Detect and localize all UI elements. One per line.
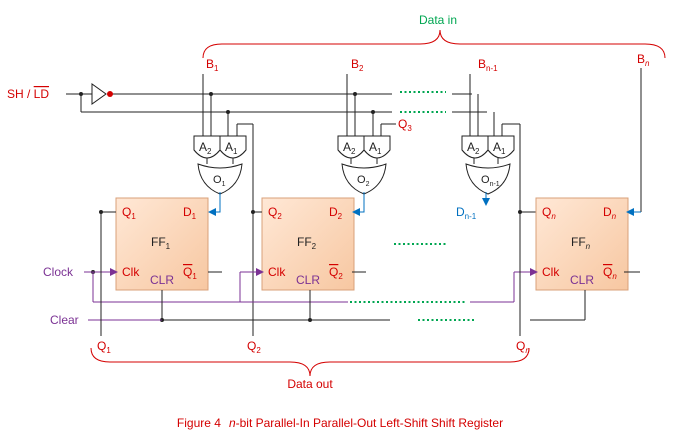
clock-wires bbox=[84, 268, 538, 321]
or-gate-label: O1 bbox=[213, 174, 226, 188]
out-qn-label: Qn bbox=[516, 339, 530, 355]
ff-qbar-pin: Qn bbox=[603, 265, 617, 281]
bn1-label: Bn-1 bbox=[478, 57, 498, 73]
data-out-brace bbox=[90, 347, 530, 377]
and-gate-label: A2 bbox=[467, 140, 480, 156]
and-gate-label: A1 bbox=[225, 140, 238, 156]
or-gate bbox=[465, 163, 511, 195]
ff-qbar-pin: Q2 bbox=[329, 265, 343, 281]
ff-q-pin: Q1 bbox=[122, 205, 136, 221]
d-input-wires bbox=[208, 192, 641, 216]
or-gate-label: On-1 bbox=[481, 174, 500, 188]
control-wires bbox=[66, 68, 642, 336]
data-in-label: Data in bbox=[419, 13, 457, 27]
flipflop-body bbox=[261, 197, 355, 291]
ff-d-pin: Dn bbox=[603, 205, 617, 221]
ff-name: FF2 bbox=[297, 235, 317, 251]
ff-clr-pin: CLR bbox=[570, 273, 594, 287]
q3-label: Q3 bbox=[398, 117, 412, 133]
clear-label: Clear bbox=[50, 313, 79, 327]
or-gate-label: O2 bbox=[357, 174, 370, 188]
ff-q-pin: Qn bbox=[542, 205, 556, 221]
continuation-dots bbox=[350, 91, 476, 321]
ff-clk-pin: Clk bbox=[542, 265, 560, 279]
and-gate-label: A1 bbox=[369, 140, 382, 156]
ff-clr-pin: CLR bbox=[296, 273, 320, 287]
out-q1-label: Q1 bbox=[97, 339, 111, 355]
dn1-label: Dn-1 bbox=[456, 205, 477, 221]
ff-d-pin: D1 bbox=[183, 205, 197, 221]
bn-label: Bn bbox=[637, 52, 650, 68]
ff-d-pin: D2 bbox=[329, 205, 343, 221]
data-in-brace bbox=[202, 29, 666, 59]
and-gate-label: A2 bbox=[199, 140, 212, 156]
inverter-buffer bbox=[91, 83, 107, 105]
sh-ld-label: SH / LD bbox=[7, 87, 49, 101]
inverter-bubble bbox=[107, 91, 113, 97]
data-out-label: Data out bbox=[287, 377, 333, 391]
ff-clk-pin: Clk bbox=[268, 265, 286, 279]
ff-name: FF1 bbox=[151, 235, 171, 251]
and-gate bbox=[363, 135, 391, 159]
and-gate bbox=[487, 135, 515, 159]
and-gate-label: A2 bbox=[343, 140, 356, 156]
clear-wires bbox=[100, 211, 640, 336]
ff-clk-pin: Clk bbox=[122, 265, 140, 279]
and-gate-label: A1 bbox=[493, 140, 506, 156]
flipflop-body bbox=[535, 197, 629, 291]
clock-label: Clock bbox=[43, 265, 74, 279]
ff-clr-pin: CLR bbox=[150, 273, 174, 287]
ff-q-pin: Q2 bbox=[268, 205, 282, 221]
or-gate bbox=[197, 163, 243, 195]
out-q2-label: Q2 bbox=[247, 339, 261, 355]
and-gate bbox=[219, 135, 247, 159]
or-gate bbox=[341, 163, 387, 195]
ff-qbar-pin: Q1 bbox=[183, 265, 197, 281]
b2-label: B2 bbox=[351, 57, 364, 73]
b1-label: B1 bbox=[206, 57, 219, 73]
ff-name: FFn bbox=[571, 235, 591, 251]
